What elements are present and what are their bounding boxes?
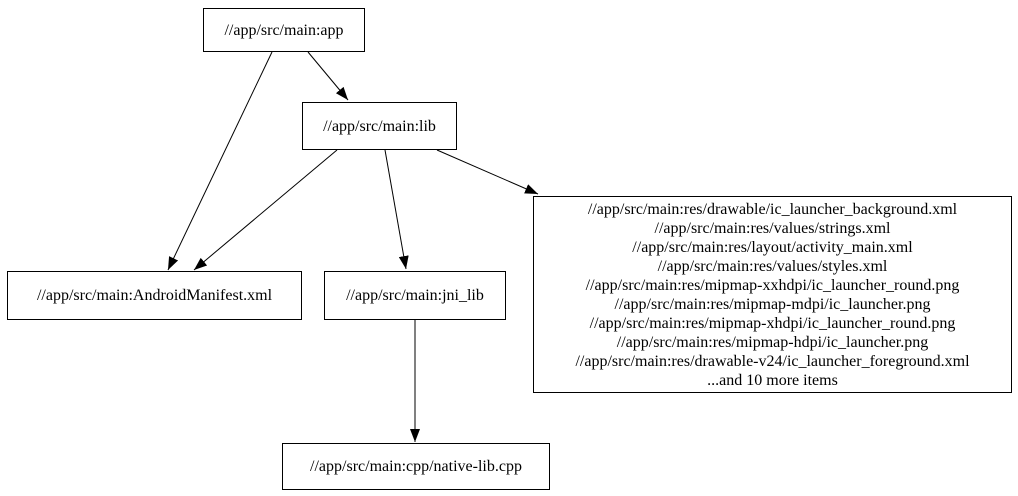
node-lib-label: //app/src/main:lib [323, 117, 436, 135]
resources-overflow-note: ...and 10 more items [707, 371, 838, 389]
resources-line: //app/src/main:res/drawable/ic_launcher_… [587, 200, 958, 218]
resources-line: //app/src/main:res/values/strings.xml [654, 219, 891, 237]
resources-line: //app/src/main:res/mipmap-mdpi/ic_launch… [614, 295, 931, 313]
resources-line: //app/src/main:res/values/styles.xml [657, 257, 888, 275]
resources-line: //app/src/main:res/mipmap-xxhdpi/ic_laun… [585, 276, 960, 294]
node-android-manifest: //app/src/main:AndroidManifest.xml [7, 271, 302, 320]
node-resources-group: //app/src/main:res/drawable/ic_launcher_… [533, 196, 1012, 393]
resources-line: //app/src/main:res/drawable-v24/ic_launc… [575, 352, 970, 370]
edge-lib-to-resources [436, 149, 539, 195]
node-app-label: //app/src/main:app [224, 21, 344, 39]
node-android-manifest-label: //app/src/main:AndroidManifest.xml [36, 287, 273, 304]
resources-line: //app/src/main:res/mipmap-hdpi/ic_launch… [616, 333, 929, 351]
edge-lib-to-jni-lib [384, 149, 409, 270]
edge-app-to-manifest [167, 51, 273, 271]
node-native-lib-cpp: //app/src/main:cpp/native-lib.cpp [282, 443, 550, 490]
node-jni-lib-label: //app/src/main:jni_lib [346, 287, 484, 304]
node-app: //app/src/main:app [203, 8, 365, 52]
resources-line: //app/src/main:res/layout/activity_main.… [632, 238, 913, 256]
node-lib: //app/src/main:lib [302, 102, 457, 150]
resources-line: //app/src/main:res/mipmap-xhdpi/ic_launc… [589, 314, 956, 332]
edge-lib-to-manifest [193, 149, 338, 271]
node-jni-lib: //app/src/main:jni_lib [324, 271, 506, 320]
node-native-lib-cpp-label: //app/src/main:cpp/native-lib.cpp [310, 458, 522, 475]
edge-app-to-lib [307, 51, 349, 101]
